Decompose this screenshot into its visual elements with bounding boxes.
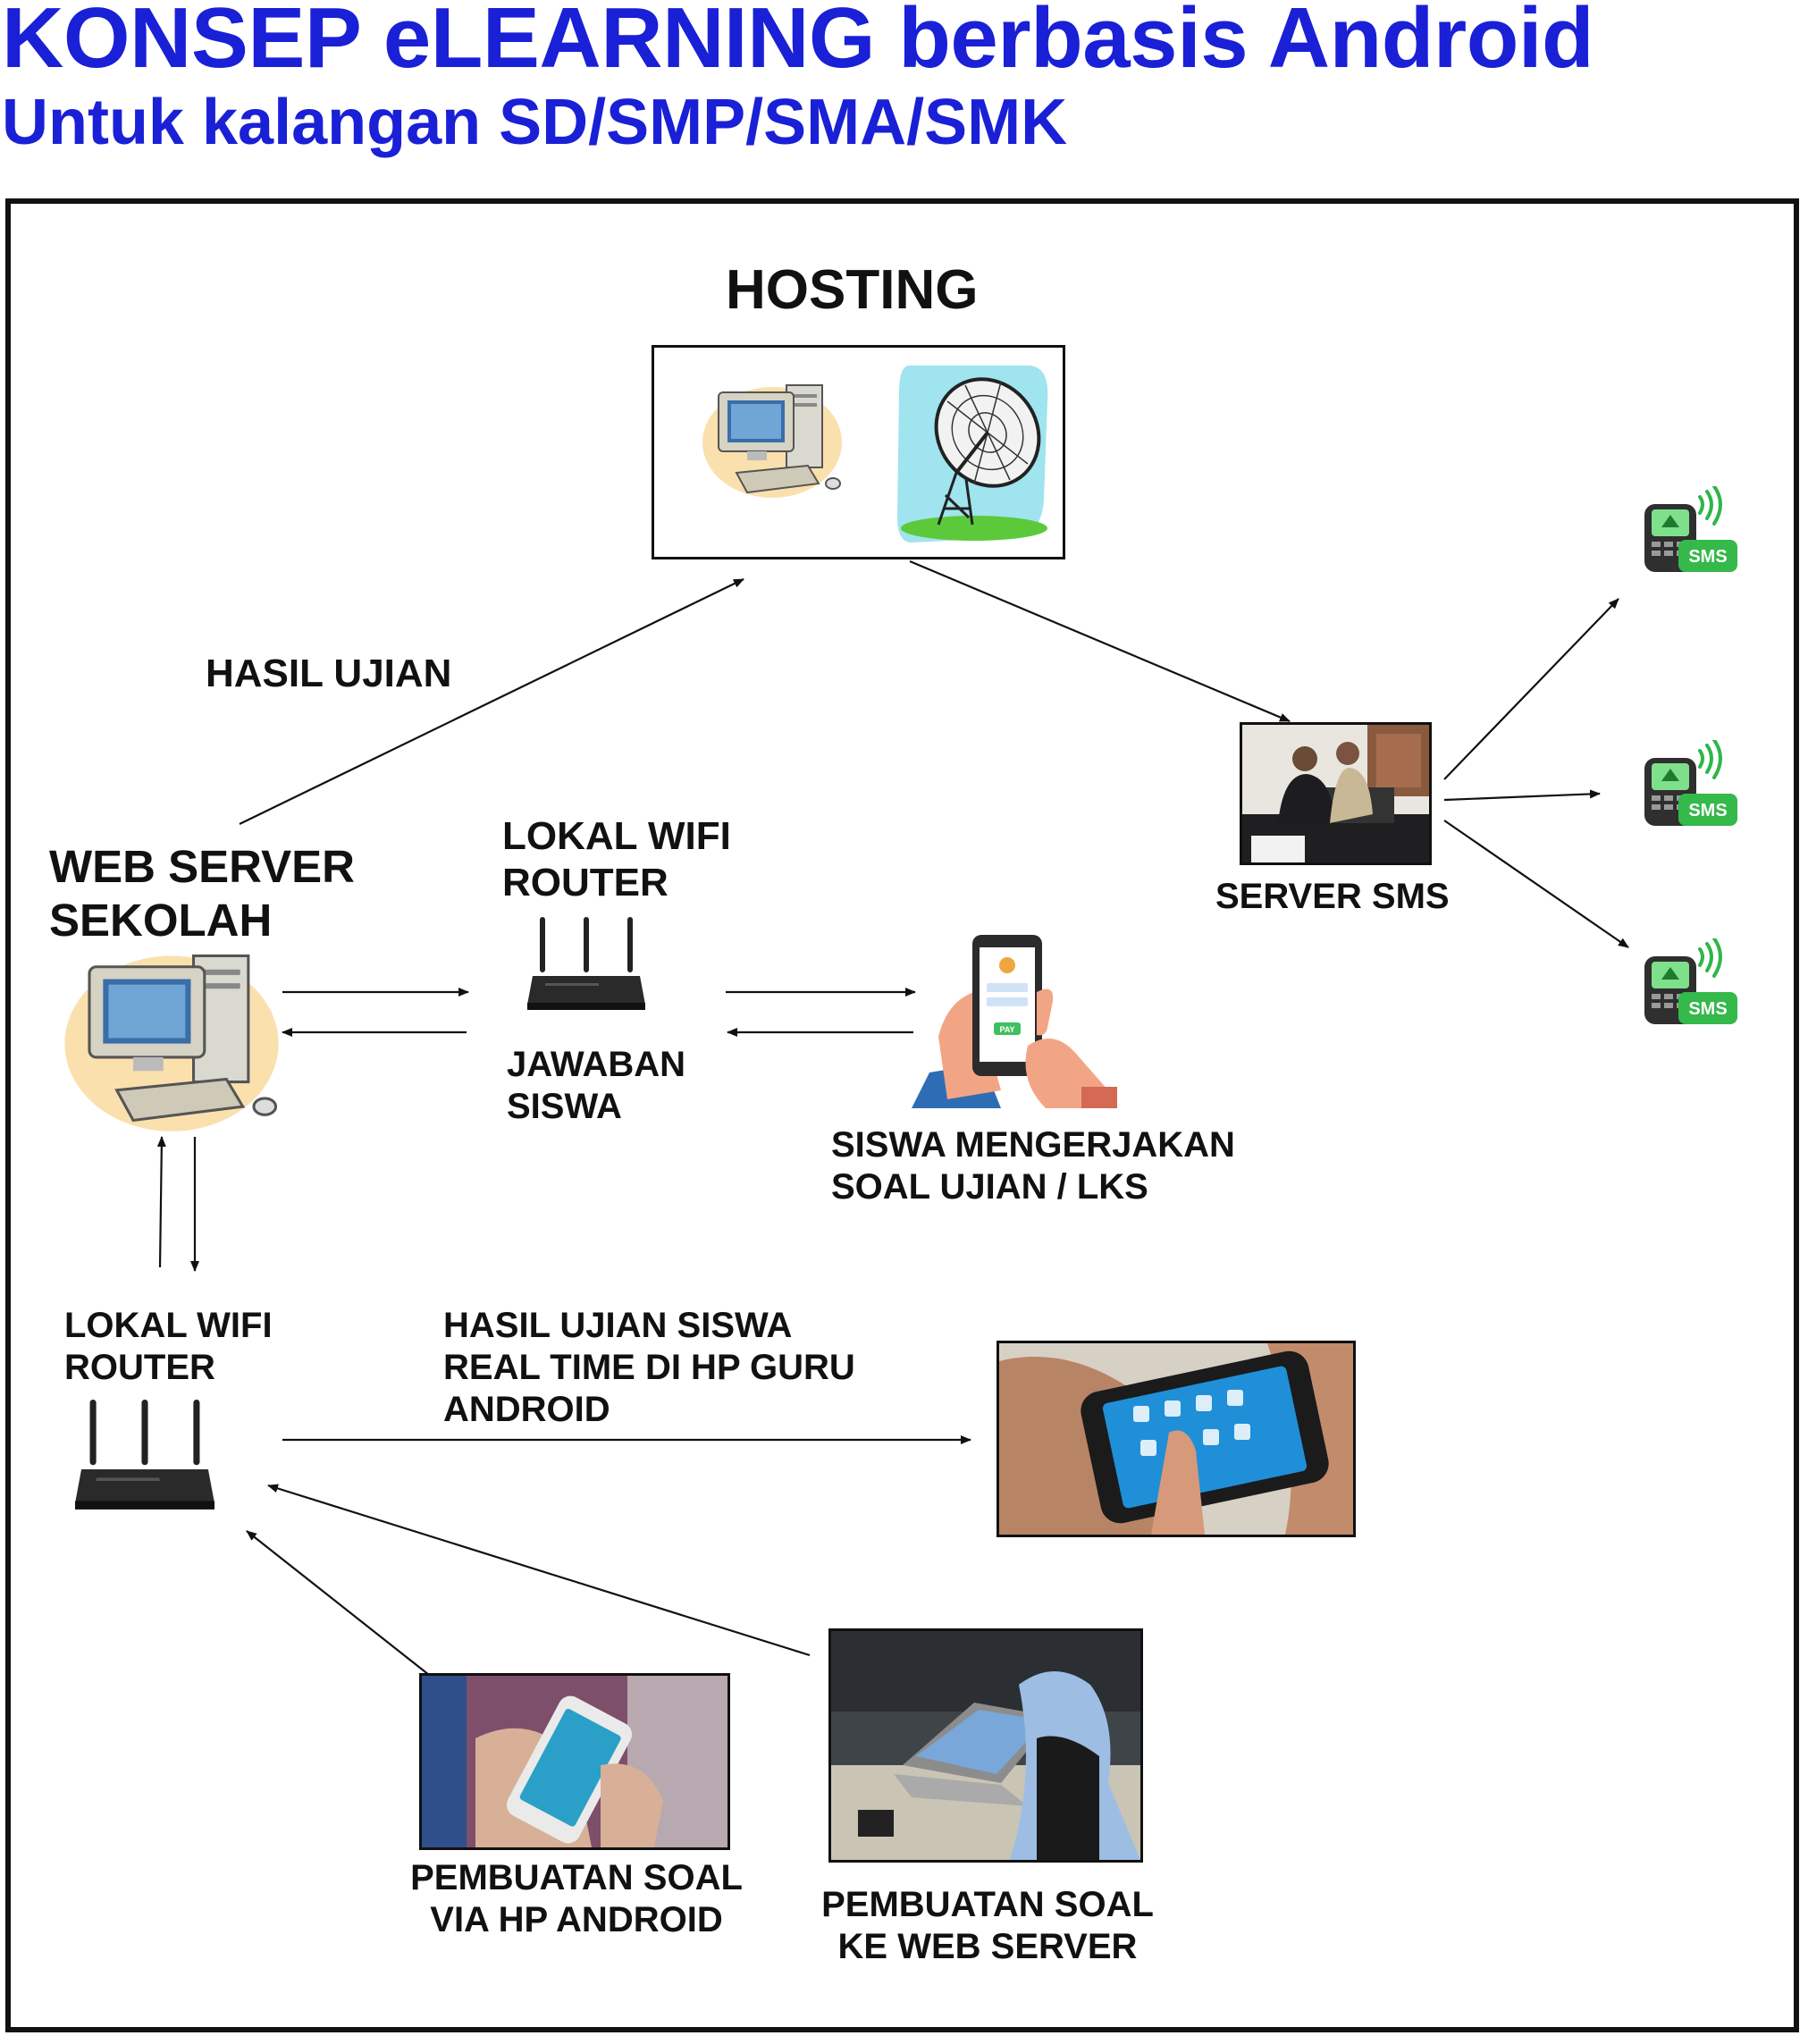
sms-badge-text: SMS	[1688, 999, 1727, 1019]
sms-phone-icon: SMS	[1644, 937, 1737, 1024]
web-server-label: WEB SERVER SEKOLAH	[49, 841, 355, 946]
server-sms-photo-image	[1242, 725, 1429, 862]
arrow-serversms-to-phone-mid	[1443, 789, 1601, 802]
sms-badge-text: SMS	[1688, 801, 1727, 820]
diagram-subtitle: Untuk kalangan SD/SMP/SMA/SMK	[2, 87, 1068, 158]
router-top	[527, 917, 645, 1020]
pay-button-text: PAY	[999, 1025, 1014, 1034]
teacher-phone-photo	[997, 1341, 1356, 1537]
pembuatan-soal-web-label: PEMBUATAN SOAL KE WEB SERVER	[821, 1885, 1154, 1966]
arrow-webserver-to-hosting	[239, 578, 744, 825]
arrow-router-up-to-webserver	[156, 1136, 166, 1268]
wifi-router-icon	[527, 917, 645, 1010]
web-server-upload-photo	[828, 1628, 1143, 1863]
web-server-computer	[46, 937, 297, 1147]
sms-badge-text: SMS	[1688, 547, 1727, 567]
router-bottom	[68, 1400, 222, 1520]
sms-phone-icon: SMS	[1644, 738, 1737, 826]
sms-phone-middle: SMS	[1639, 738, 1742, 838]
sms-phone-top: SMS	[1639, 484, 1742, 585]
hp-android-photo	[419, 1673, 730, 1850]
hasil-ujian-siswa-label: HASIL UJIAN SISWA REAL TIME DI HP GURU A…	[443, 1306, 855, 1429]
jawaban-siswa-label: JAWABAN SISWA	[507, 1045, 686, 1126]
server-sms-label: SERVER SMS	[1215, 877, 1450, 916]
siswa-mengerjakan-label: SISWA MENGERJAKAN SOAL UJIAN / LKS	[831, 1125, 1235, 1207]
arrow-serversms-to-phone-top	[1443, 598, 1619, 780]
server-sms-photo	[1240, 722, 1432, 865]
smartphone-hand-icon: PAY	[912, 935, 1117, 1108]
lokal-wifi-router-top-label: LOKAL WIFI ROUTER	[502, 814, 731, 904]
arrow-webupload-to-router	[267, 1484, 811, 1657]
satellite-dish-icon	[897, 366, 1048, 543]
desktop-computer-icon	[702, 384, 842, 498]
arrow-hosting-to-serversms	[909, 559, 1291, 723]
pembuatan-soal-hp-label: PEMBUATAN SOAL VIA HP ANDROID	[410, 1858, 743, 1939]
wifi-router-icon	[75, 1400, 214, 1510]
arrow-serversms-to-phone-bottom	[1443, 820, 1629, 948]
hp-android-photo-image	[422, 1676, 727, 1847]
student-smartphone: PAY	[912, 929, 1117, 1113]
hosting-label: HOSTING	[726, 259, 979, 321]
desktop-computer-icon	[64, 954, 279, 1131]
teacher-phone-photo-image	[999, 1343, 1353, 1535]
sms-phone-bottom: SMS	[1639, 937, 1742, 1037]
web-server-upload-photo-image	[831, 1631, 1140, 1860]
sms-phone-icon: SMS	[1644, 484, 1737, 572]
hosting-box	[652, 345, 1065, 559]
hasil-ujian-label: HASIL UJIAN	[206, 652, 452, 695]
lokal-wifi-router-bottom-label: LOKAL WIFI ROUTER	[64, 1306, 273, 1387]
diagram-title: KONSEP eLEARNING berbasis Android	[2, 0, 1594, 86]
diagram-frame	[5, 198, 1799, 2032]
arrow-hpupload-to-router	[246, 1530, 430, 1676]
